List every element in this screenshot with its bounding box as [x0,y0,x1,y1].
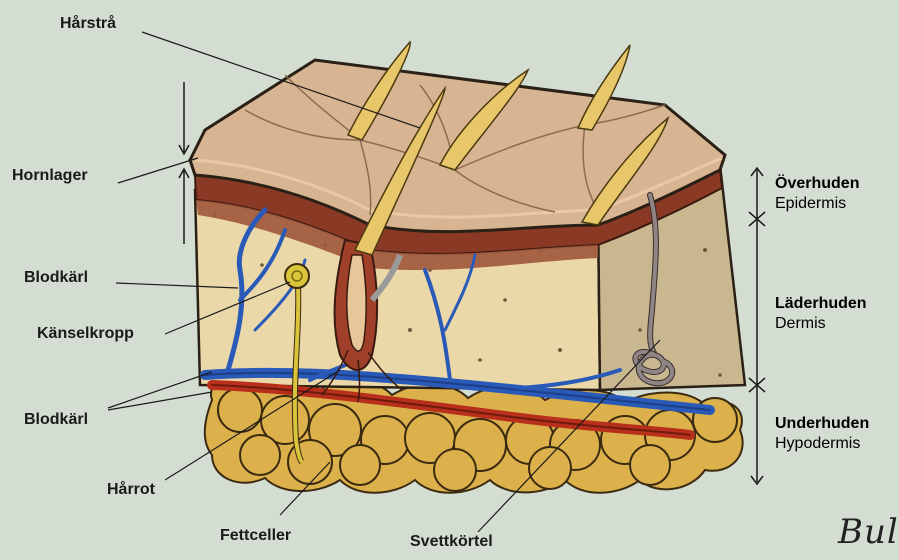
label-harrot: Hårrot [107,480,155,500]
layer-name: Underhuden [775,414,869,434]
label-kanselkropp: Känselkropp [37,324,134,344]
label-harstra: Hårstrå [60,14,116,34]
layer-latin: Hypodermis [775,434,869,454]
layer-name: Överhuden [775,174,859,194]
layer-name: Läderhuden [775,294,867,314]
layer-label-dermis: Läderhuden Dermis [775,294,867,334]
label-blodkarl-lower: Blodkärl [24,410,88,430]
label-svettkortel: Svettkörtel [410,532,493,552]
artist-signature: Bul [838,512,899,552]
label-hornlager: Hornlager [12,166,88,186]
layer-latin: Epidermis [775,194,859,214]
layer-latin: Dermis [775,314,867,334]
layer-label-epidermis: Överhuden Epidermis [775,174,859,214]
label-blodkarl-upper: Blodkärl [24,268,88,288]
layer-bracket [749,168,765,484]
label-fettceller: Fettceller [220,526,291,546]
layer-label-hypodermis: Underhuden Hypodermis [775,414,869,454]
